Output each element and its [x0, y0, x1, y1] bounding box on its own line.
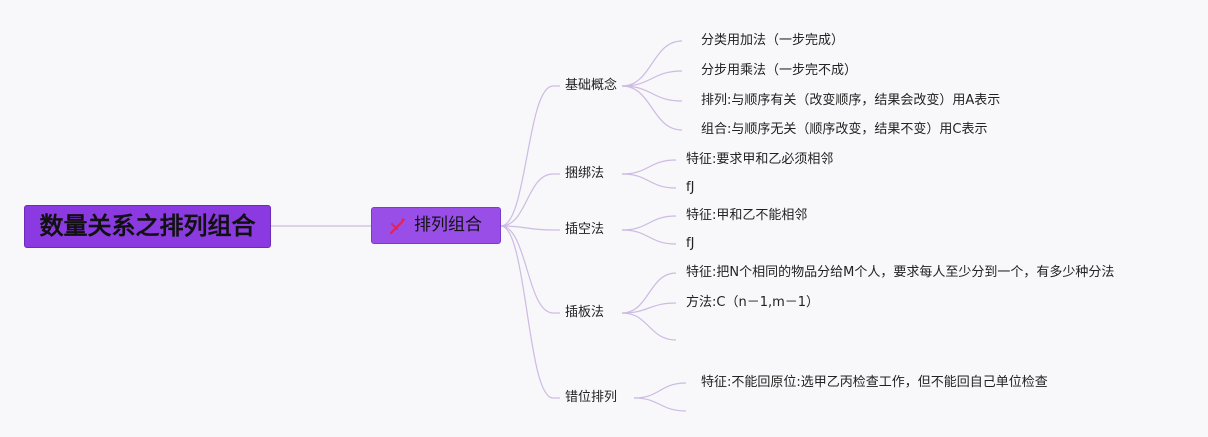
leaf-basic-1[interactable]: 分类用加法（一步完成） — [701, 33, 845, 48]
connector-hub-branch-4 — [500, 225, 554, 314]
leaf-basic-2[interactable]: 分步用乘法（一步完不成） — [701, 63, 858, 78]
leaf-bundling-1[interactable]: 特征:要求甲和乙必须相邻 — [686, 152, 834, 167]
leaf-gap-1[interactable]: 特征:甲和乙不能相邻 — [686, 208, 808, 223]
connector-basic-leaf-2 — [621, 70, 683, 87]
branch-bundling[interactable]: 捆绑法 — [565, 166, 605, 181]
connector-gap-leaf-1 — [621, 215, 677, 231]
connector-divider-leaf-2 — [621, 302, 677, 314]
connector-gap-leaf-2 — [621, 229, 677, 245]
leaf-divider-2[interactable]: 方法:C（n－1,m－1） — [686, 295, 820, 310]
leaf-basic-4[interactable]: 组合:与顺序无关（顺序改变，结果不变）用C表示 — [701, 122, 988, 137]
hub-label: 排列组合 — [414, 215, 482, 235]
connector-divider-leaf-1 — [621, 272, 677, 314]
leaf-divider-1[interactable]: 特征:把N个相同的物品分给M个人，要求每人至少分到一个，有多少种分法 — [686, 265, 1115, 280]
branch-divider-method[interactable]: 插板法 — [565, 305, 605, 320]
connector-basic-leaf-4 — [621, 85, 683, 131]
connector-bundling-leaf-2 — [621, 173, 677, 189]
root-node[interactable]: 数量关系之排列组合 — [24, 205, 271, 248]
leaf-basic-3[interactable]: 排列:与顺序有关（改变顺序，结果会改变）用A表示 — [701, 93, 1001, 108]
branch-gap-insertion[interactable]: 插空法 — [565, 222, 605, 237]
branch-derangement[interactable]: 错位排列 — [565, 390, 618, 405]
leaf-gap-2[interactable]: fJ — [686, 236, 695, 251]
connector-basic-leaf-1 — [621, 40, 683, 87]
connector-hub-branch-3 — [500, 225, 554, 231]
connector-bundling-leaf-1 — [621, 159, 677, 175]
connector-divider-leaf-3 — [621, 312, 677, 341]
ruler-pencil-icon — [389, 218, 405, 235]
branch-basic-concepts[interactable]: 基础概念 — [565, 78, 618, 93]
hub-node[interactable]: 排列组合 — [371, 207, 501, 244]
connector-derangement-leaf-1 — [633, 382, 687, 399]
connector-hub-branch-2 — [500, 173, 554, 227]
root-label: 数量关系之排列组合 — [39, 212, 256, 240]
connector-hub-branch-5 — [500, 225, 554, 399]
leaf-bundling-2[interactable]: fJ — [686, 180, 695, 195]
connector-hub-branch-1 — [500, 85, 554, 227]
connector-derangement-leaf-2 — [633, 397, 687, 412]
leaf-derangement-1[interactable]: 特征:不能回原位:选甲乙丙检查工作，但不能回自己单位检查 — [701, 375, 1048, 390]
connector-basic-leaf-3 — [621, 85, 683, 102]
